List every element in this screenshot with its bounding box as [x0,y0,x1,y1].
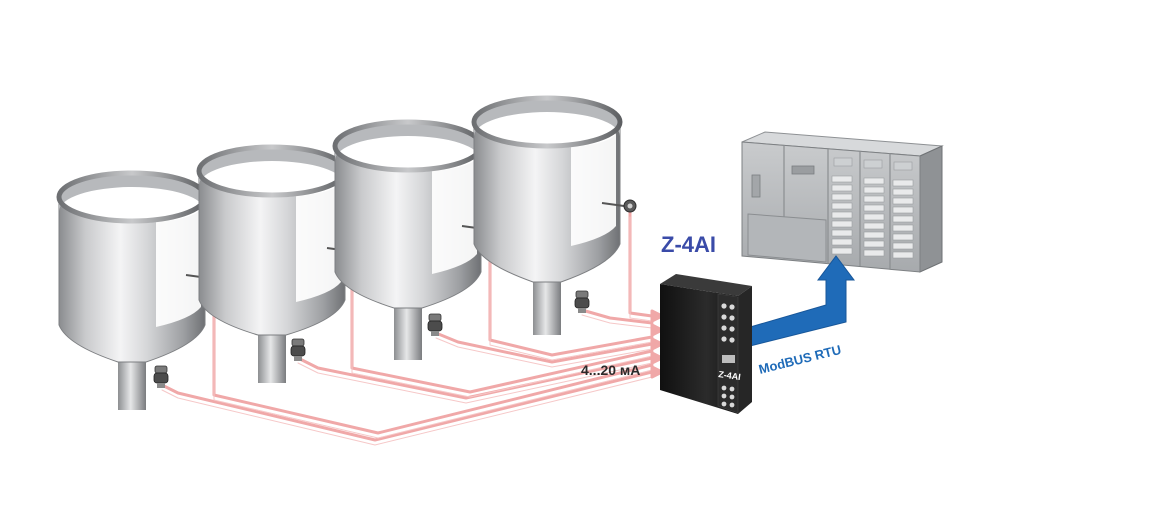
pressure-sensor-icon [574,290,590,313]
tank-reflection [571,134,616,246]
modbus-arrow [739,255,855,349]
signal-wire [160,370,654,442]
tank-inner-wall [474,98,620,136]
liquid-surface [347,140,477,172]
signal-wire [628,210,654,318]
tank-inner-wall [59,173,205,211]
signal-arrowhead [650,309,664,323]
z4ai-module: Z-4AI [660,274,752,414]
tank-reflection [156,209,201,327]
signal-wires [160,210,664,446]
signal-wire-pair [161,376,653,446]
signal-wire-pair [213,289,653,439]
tank-inner-wall [199,147,345,185]
signal-arrowhead [650,351,664,365]
outlet-pipe [533,276,561,335]
liquid-surface [211,165,341,197]
liquid-surface [486,116,616,148]
tank-rim [471,95,623,149]
signal-wire-pair [629,216,653,322]
signal-wire-pair [581,314,653,329]
signal-label: 4...20 мА [581,362,640,378]
tank-1 [56,170,221,410]
outlet-pipe [394,302,422,360]
modbus-label: ModBUS RTU [757,342,843,377]
signal-wire [434,331,654,364]
signal-wire-pair [297,362,653,404]
pressure-sensor-icon [290,338,306,361]
plc-controller [741,131,944,273]
module-front-label: Z-4AI [718,369,742,382]
tank-2 [196,144,362,383]
outlet-pipe [258,329,286,383]
tank-4 [471,95,637,335]
signal-wire-pair [435,337,653,368]
signal-wire-pair [351,262,653,398]
pressure-sensor-icon [153,365,169,388]
tank-inner-wall [335,122,481,160]
tank-3 [332,119,497,360]
tank-group [56,95,637,410]
signal-wire [580,308,654,325]
device-label: Z-4AI [661,232,716,257]
signal-arrowhead [650,365,664,379]
liquid-surface [71,191,201,223]
signal-wire-pair [489,240,653,361]
tank-reflection [296,183,341,302]
tank-reflection [432,158,477,274]
signal-arrowhead [650,337,664,351]
pressure-sensor-icon [427,313,443,336]
signal-arrowhead [650,323,664,337]
outlet-pipe [118,356,146,410]
signal-wire [296,356,654,400]
level-sensor-icon [601,199,637,213]
